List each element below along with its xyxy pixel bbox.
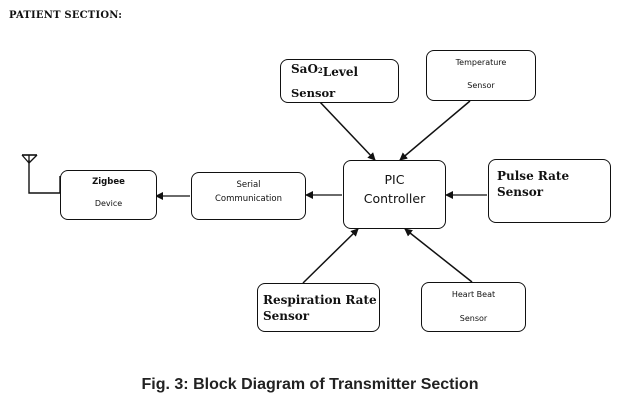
sao2-label-level: Level [322,65,359,79]
serial-label-line1: Serial [236,180,261,190]
sao2-level-sensor-block: SaO2Level Sensor [280,59,399,103]
respiration-label-line1: Respiration Rate [263,293,377,307]
arrow-respiration-to-pic [302,228,359,284]
pulse-rate-sensor-block: Pulse Rate Sensor [488,159,611,223]
pic-controller-block: PIC Controller [343,160,446,229]
section-title: PATIENT SECTION: [9,10,123,21]
heartbeat-label-line2: Sensor [459,314,488,323]
temperature-label-line2: Sensor [467,81,495,90]
zigbee-label-line1: Zigbee [92,177,125,187]
temperature-label-line1: Temperature [455,58,507,67]
pic-label-line2: Controller [363,191,426,206]
antenna-feed-line [28,160,61,194]
arrow-temperature-to-pic [399,100,471,161]
sao2-label-line2: Sensor [291,86,336,100]
heartbeat-label-line1: Heart Beat [451,290,496,299]
antenna-icon [21,154,38,164]
pic-label-line1: PIC [384,172,405,187]
serial-label-line2: Communication [215,194,282,204]
pulse-label-line2: Sensor [497,185,544,199]
zigbee-label-line2: Device [94,199,123,208]
sao2-label-line1: SaO2Level [291,62,359,79]
temperature-sensor-block: Temperature Sensor [426,50,536,101]
figure-caption: Fig. 3: Block Diagram of Transmitter Sec… [141,376,479,393]
sao2-label-main: SaO [291,62,318,76]
sao2-label-subscript: 2 [317,66,323,75]
respiration-rate-sensor-block: Respiration Rate Sensor [257,283,380,332]
respiration-label-line2: Sensor [263,309,310,323]
arrow-sao2-to-pic [318,100,376,161]
heart-beat-sensor-block: Heart Beat Sensor [421,282,526,332]
arrow-heartbeat-to-pic [404,228,473,283]
pulse-label-line1: Pulse Rate [497,169,570,183]
serial-communication-block: Serial Communication [191,172,306,220]
zigbee-device-block: Zigbee Device [60,170,157,220]
